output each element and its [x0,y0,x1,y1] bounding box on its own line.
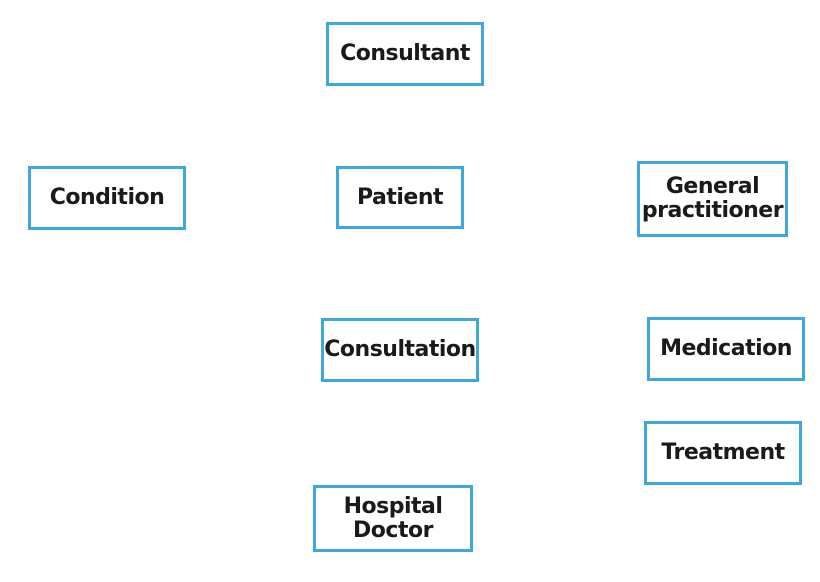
condition-label: Condition [49,185,165,210]
hospital-doctor-entity-box: Hospital Doctor [313,485,473,552]
patient-entity-box: Patient [336,166,464,229]
consultant-entity-box: Consultant [326,22,484,86]
condition-entity-box: Condition [28,166,186,230]
hospital-doctor-label: Hospital Doctor [343,493,443,543]
treatment-entity-box: Treatment [644,421,802,485]
medication-label: Medication [660,336,792,361]
treatment-label: Treatment [661,440,785,465]
general-practitioner-label: General practitioner [641,174,784,223]
consultant-label: Consultant [340,41,470,66]
general-practitioner-entity-box: General practitioner [637,161,788,237]
consultation-entity-box: Consultation [321,318,479,382]
consultation-label: Consultation [324,337,476,362]
patient-label: Patient [356,184,444,210]
medication-entity-box: Medication [647,317,805,381]
